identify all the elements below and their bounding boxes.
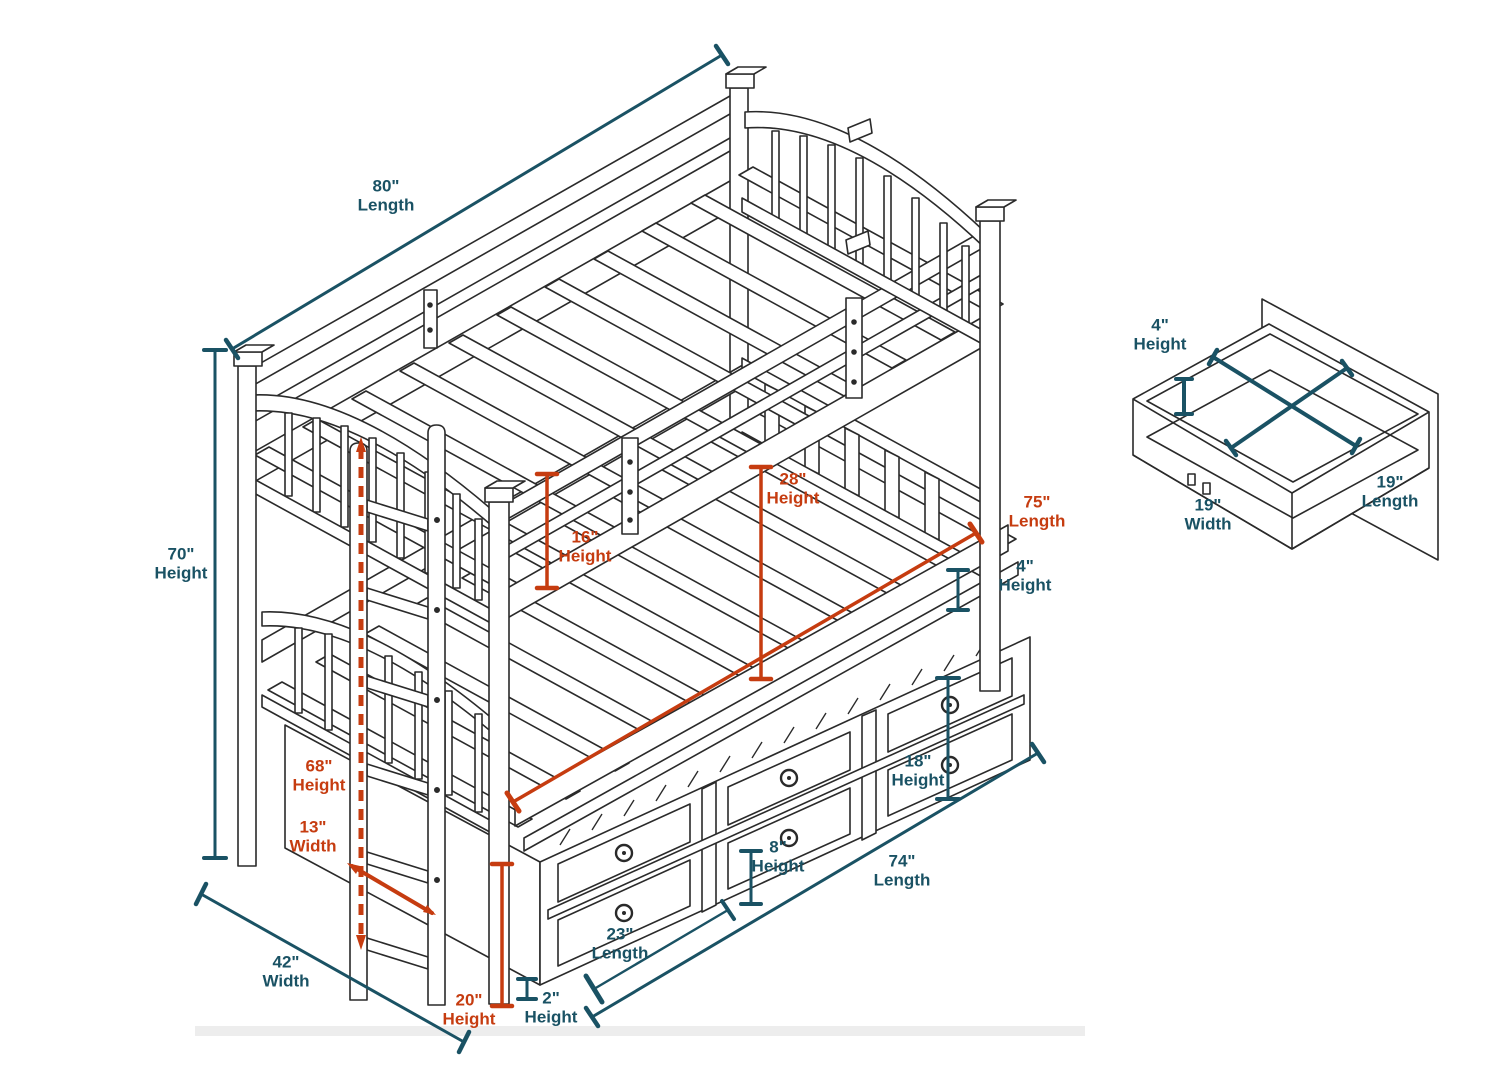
upper-headboard bbox=[742, 112, 986, 346]
dim-line-4-height bbox=[948, 570, 968, 610]
front-guard-rails bbox=[497, 228, 988, 624]
dim-line-16-height bbox=[537, 474, 557, 588]
dimension-label-70-height: 70"Height bbox=[154, 544, 208, 582]
dim-line-70-height bbox=[204, 350, 226, 858]
dimension-label-18-height: 18"Height bbox=[891, 751, 945, 789]
foot-back-post bbox=[234, 345, 274, 866]
dim-line-42-width bbox=[196, 884, 469, 1052]
dimension-label-75-length: 75"Length bbox=[1008, 492, 1066, 530]
dim-line-80-length bbox=[226, 46, 728, 358]
inset-label-19-width: 19"Width bbox=[1184, 495, 1232, 533]
drawer-floor bbox=[1147, 370, 1418, 518]
dimension-label-16-height: 16"Height bbox=[558, 527, 612, 565]
dim-line-75-length bbox=[507, 524, 982, 811]
dimension-label-20-height: 20"Height bbox=[442, 990, 496, 1028]
dim-line-74-length bbox=[586, 744, 1044, 1026]
dimension-label-23-length: 23"Length bbox=[591, 924, 649, 962]
dimension-label-2-height: 2"Height bbox=[524, 988, 578, 1026]
dim-line-20-height bbox=[492, 864, 512, 1006]
drawer-knobs bbox=[616, 697, 958, 921]
drawer-mid-rail bbox=[548, 695, 1024, 919]
dim-line-23-length bbox=[586, 901, 734, 1002]
lower-footboard bbox=[262, 612, 508, 842]
dim-line-8-height bbox=[741, 851, 761, 904]
dim-line-28-height bbox=[751, 467, 771, 679]
accent-dimension-lines bbox=[347, 437, 982, 1006]
dimension-label-13-width: 13"Width bbox=[289, 817, 337, 855]
inset-label-4-height: 4"Height bbox=[1133, 315, 1187, 353]
dimension-label-74-length: 74"Length bbox=[873, 851, 931, 889]
primary-dimension-lines bbox=[196, 46, 1360, 1052]
inset-drawer-drawing bbox=[1133, 299, 1438, 560]
inset-cross-dimension-lines bbox=[1176, 350, 1360, 455]
dimension-label-8-height: 8"Height bbox=[751, 837, 805, 875]
dimension-label-4-height: 4"Height bbox=[998, 556, 1052, 594]
dimension-label-80-length: 80"Length bbox=[357, 176, 415, 214]
drawer-rim-inner bbox=[1147, 334, 1418, 482]
dimension-label-68-height: 68"Height bbox=[292, 756, 346, 794]
dimension-label-42-width: 42"Width bbox=[262, 952, 310, 990]
floor-shadow bbox=[195, 1026, 1085, 1036]
head-front-post bbox=[976, 200, 1016, 691]
dimension-label-28-height: 28"Height bbox=[766, 469, 820, 507]
storage-drawer-unit bbox=[285, 637, 1030, 985]
trundle-slat-ends bbox=[560, 640, 986, 845]
dim-line-13-width bbox=[347, 863, 436, 915]
dim-line-18-height bbox=[937, 678, 959, 799]
ladder bbox=[350, 425, 445, 1005]
inset-label-19-length: 19"Length bbox=[1361, 472, 1419, 510]
ladder-right-stringer bbox=[428, 425, 445, 1005]
drawer-divider bbox=[862, 710, 876, 840]
dim-line-68-height bbox=[356, 437, 366, 950]
bed-structure bbox=[234, 67, 1438, 1005]
dim-line-2-height bbox=[518, 979, 536, 999]
